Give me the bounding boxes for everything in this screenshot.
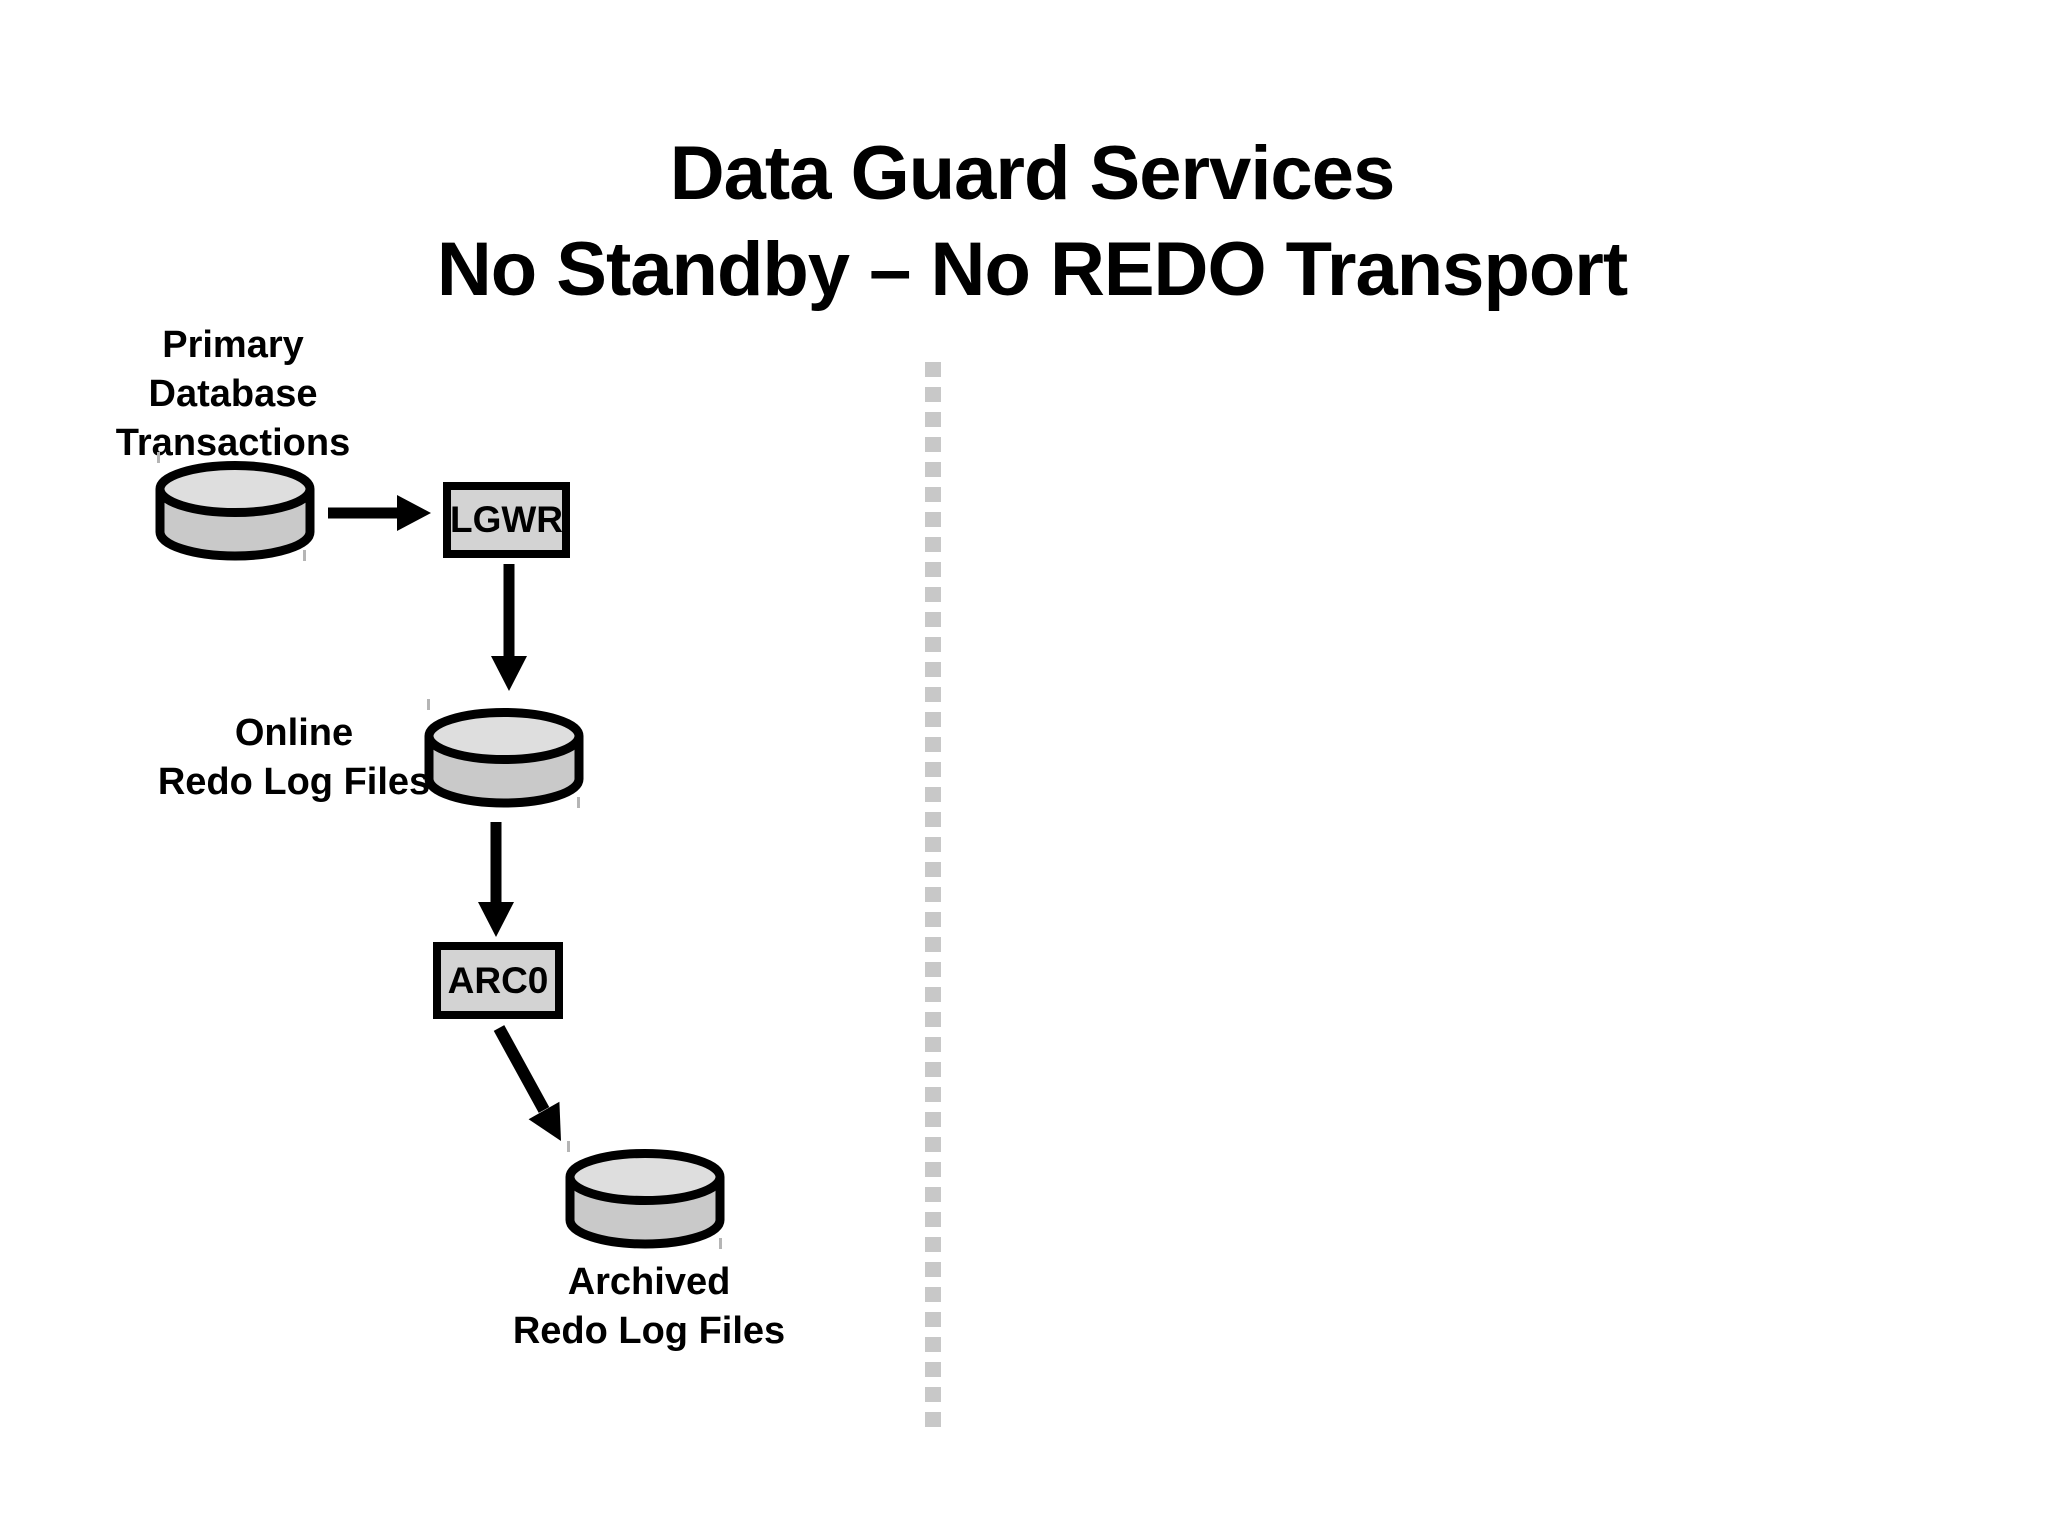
handle-tick — [567, 1141, 570, 1152]
online-redo-label: Online Redo Log Files — [94, 709, 494, 807]
flow-arrow-icon — [493, 1025, 561, 1141]
flow-arrow-icon — [478, 822, 514, 937]
database-cylinder-icon — [565, 1149, 725, 1249]
arc0-process-label: ARC0 — [447, 959, 549, 1001]
title-line-2: No Standby – No REDO Transport — [436, 227, 1628, 312]
database-cylinder-icon — [424, 708, 584, 808]
archived-redo-label-line: Redo Log Files — [512, 1310, 786, 1352]
handle-tick — [303, 550, 306, 561]
title-line-1: Data Guard Services — [669, 131, 1396, 216]
handle-tick — [157, 452, 160, 463]
handle-tick — [427, 699, 430, 710]
primary-database-label: Primary Database Transactions — [33, 321, 433, 468]
database-cylinder-icon — [155, 461, 315, 561]
handle-tick — [577, 797, 580, 808]
primary-database-label-line: Transactions — [115, 422, 351, 464]
primary-database-label-line: Primary — [162, 324, 304, 366]
handle-tick — [719, 1238, 722, 1249]
online-redo-label-line: Online — [234, 712, 354, 754]
archived-redo-label-line: Archived — [567, 1261, 731, 1303]
archived-redo-label: Archived Redo Log Files — [449, 1258, 849, 1356]
arc0-process-box: ARC0 — [433, 942, 563, 1019]
slide-title: Data Guard Services No Standby – No REDO… — [16, 126, 2048, 318]
lgwr-process-label: LGWR — [449, 499, 564, 540]
lgwr-process-box: LGWR — [443, 482, 570, 558]
flow-arrow-icon — [328, 495, 431, 531]
online-redo-label-line: Redo Log Files — [157, 761, 431, 803]
primary-database-label-line: Database — [148, 373, 318, 415]
flow-arrow-icon — [491, 564, 527, 691]
dotted-divider — [925, 362, 941, 1428]
